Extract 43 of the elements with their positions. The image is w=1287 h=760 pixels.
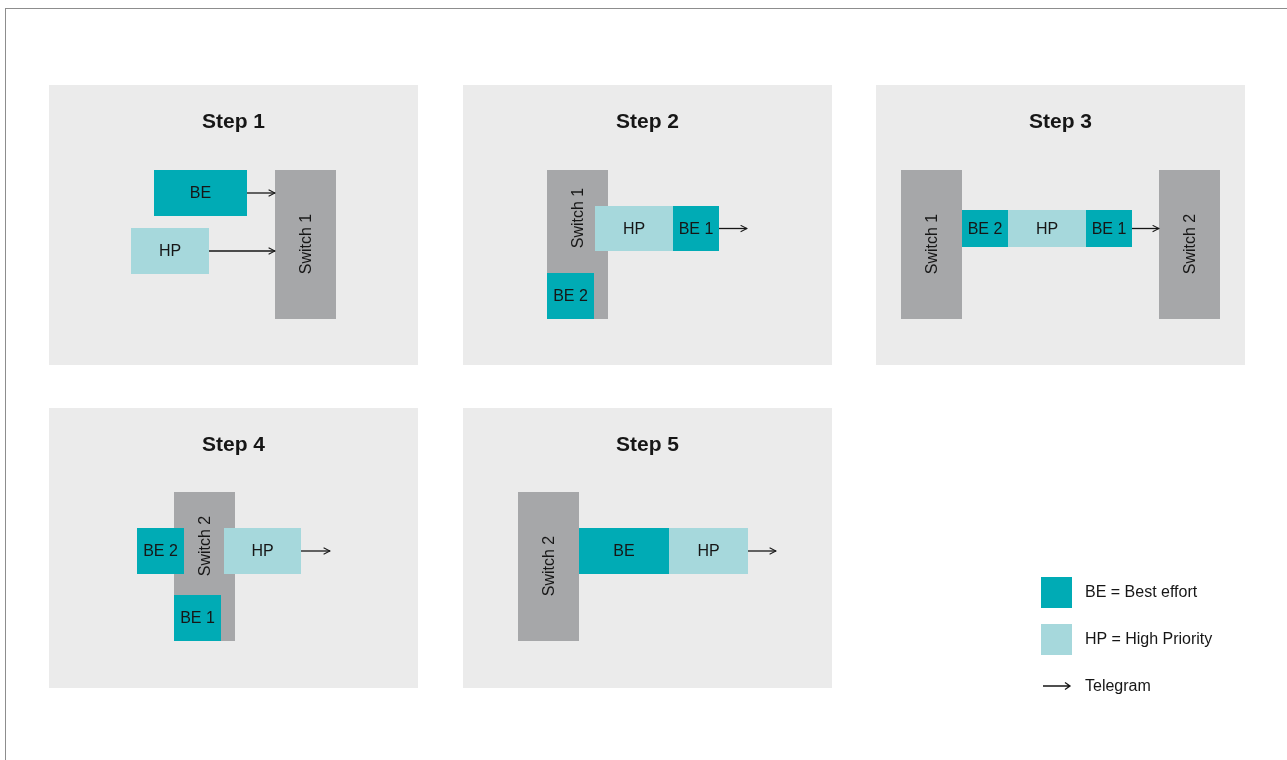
- packet-block: BE: [579, 528, 669, 574]
- legend-text: HP = High Priority: [1085, 630, 1213, 648]
- step-title: Step 1: [201, 108, 266, 134]
- switch-label: Switch 2: [538, 535, 558, 597]
- packet-block: HP: [224, 528, 301, 574]
- arrow: [208, 247, 276, 255]
- step-panel: [463, 85, 832, 365]
- arrow: [1131, 224, 1160, 233]
- switch-label: Switch 1: [921, 213, 941, 275]
- packet-block: BE 1: [673, 206, 719, 251]
- legend-text: BE = Best effort: [1085, 583, 1198, 601]
- step-title: Step 3: [1028, 108, 1093, 134]
- arrow: [718, 224, 748, 233]
- switch-label: Switch 2: [1179, 213, 1199, 275]
- switch-block: [275, 170, 336, 319]
- switch-block: [1159, 170, 1220, 319]
- switch-label: Switch 1: [295, 213, 315, 275]
- step-title: Step 5: [615, 431, 680, 457]
- arrow: [246, 189, 276, 197]
- packet-block: HP: [669, 528, 748, 574]
- packet-block: BE 1: [1086, 210, 1132, 247]
- step-title: Step 2: [615, 108, 680, 134]
- switch-label: Switch 2: [194, 515, 214, 577]
- step-panel: [463, 408, 832, 688]
- switch-block: [518, 492, 579, 641]
- packet-block: HP: [131, 228, 209, 274]
- step-title: Step 4: [201, 431, 266, 457]
- packet-block: BE 2: [962, 210, 1008, 247]
- switch-label: Switch 1: [567, 187, 587, 249]
- packet-block: BE 1: [174, 595, 221, 641]
- switch-block: [547, 170, 608, 319]
- legend-text: Telegram: [1085, 677, 1151, 695]
- arrow: [747, 547, 777, 555]
- packet-block: BE: [154, 170, 247, 216]
- step-panel: [876, 85, 1245, 365]
- step-panel: [49, 408, 418, 688]
- arrow: [300, 547, 331, 555]
- packet-block: BE 2: [137, 528, 184, 574]
- packet-block: HP: [1008, 210, 1086, 247]
- switch-block: [901, 170, 962, 319]
- step-panel: [49, 85, 418, 365]
- packet-block: BE 2: [547, 273, 594, 319]
- packet-block: HP: [595, 206, 673, 251]
